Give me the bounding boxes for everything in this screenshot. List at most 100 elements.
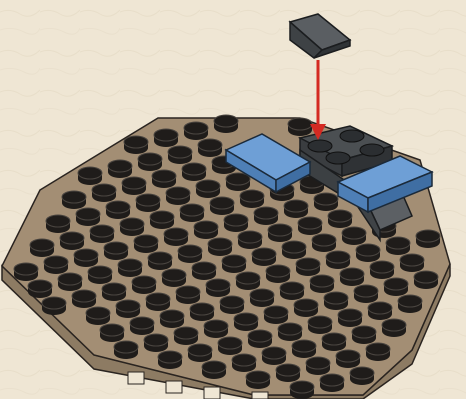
baseplate-stud [89, 224, 115, 243]
baseplate-stud [277, 322, 303, 341]
baseplate-stud [355, 243, 381, 262]
baseplate-stud [135, 193, 161, 212]
baseplate-stud [119, 217, 145, 236]
baseplate-stud [281, 240, 307, 259]
baseplate-stud [13, 262, 39, 281]
baseplate-stud [29, 238, 55, 257]
baseplate-stud [85, 306, 111, 325]
baseplate-stud [283, 199, 309, 218]
baseplate-stud [107, 159, 133, 178]
baseplate-stud [143, 333, 169, 352]
baseplate-stud [337, 308, 363, 327]
gray-brick-stud [325, 151, 351, 165]
baseplate-stud [219, 295, 245, 314]
baseplate-stud [381, 318, 407, 337]
baseplate-stud [213, 114, 239, 133]
baseplate-stud [193, 220, 219, 239]
baseplate-stud [91, 183, 117, 202]
baseplate-stud [231, 353, 257, 372]
baseplate-stud [165, 186, 191, 205]
baseplate-stud [413, 270, 439, 289]
baseplate-stud [61, 190, 87, 209]
baseplate-stud [103, 241, 129, 260]
baseplate-stud [369, 260, 395, 279]
baseplate-stud [263, 305, 289, 324]
baseplate-stud [157, 350, 183, 369]
baseplate-stud [71, 289, 97, 308]
baseplate-stud [397, 294, 423, 313]
baseplate-stud [129, 316, 155, 335]
light-blue-tile-left [224, 133, 312, 194]
baseplate-stud [265, 264, 291, 283]
baseplate-stud [325, 250, 351, 269]
baseplate-stud [195, 179, 221, 198]
gray-brick-stud [339, 129, 365, 143]
baseplate-stud [367, 301, 393, 320]
baseplate-stud [279, 281, 305, 300]
baseplate-stud [163, 227, 189, 246]
baseplate-stud [167, 145, 193, 164]
octagonal-baseplate [1, 114, 451, 399]
baseplate-stud [247, 329, 273, 348]
baseplate-notches [127, 371, 269, 399]
baseplate-stud [291, 339, 317, 358]
baseplate-stud [305, 356, 331, 375]
baseplate-stud [323, 291, 349, 310]
baseplate-stud [383, 277, 409, 296]
baseplate-stud [205, 278, 231, 297]
baseplate-stud [289, 380, 315, 399]
baseplate-stud [183, 121, 209, 140]
placement-arrow-down [310, 60, 326, 140]
baseplate-stud [297, 216, 323, 235]
baseplate-stud [309, 274, 335, 293]
baseplate-stud [145, 292, 171, 311]
baseplate-stud [45, 214, 71, 233]
baseplate-stud [187, 343, 213, 362]
baseplate-stud [245, 370, 271, 389]
gray-brick-stud [307, 139, 333, 153]
baseplate-stud [131, 275, 157, 294]
baseplate-stud [307, 315, 333, 334]
baseplate-stud [251, 247, 277, 266]
baseplate-stud [327, 209, 353, 228]
baseplate-stud [153, 128, 179, 147]
baseplate-stud [43, 255, 69, 274]
baseplate-stud [191, 261, 217, 280]
baseplate-stud [161, 268, 187, 287]
baseplate-stud [149, 210, 175, 229]
baseplate-stud [87, 265, 113, 284]
baseplate-stud [59, 231, 85, 250]
baseplate-stud [101, 282, 127, 301]
baseplate-stud [311, 233, 337, 252]
light-blue-tile-right [336, 155, 434, 214]
baseplate-stud [223, 213, 249, 232]
baseplate-stud [233, 312, 259, 331]
baseplate-stud [217, 336, 243, 355]
baseplate-stud [137, 152, 163, 171]
baseplate-stud [275, 363, 301, 382]
baseplate-stud [339, 267, 365, 286]
baseplate-stud [197, 138, 223, 157]
baseplate-stud [151, 169, 177, 188]
baseplate-stud [237, 230, 263, 249]
baseplate-stud [335, 349, 361, 368]
baseplate-stud [365, 342, 391, 361]
baseplate-stud [235, 271, 261, 290]
baseplate-stud [253, 206, 279, 225]
baseplate-stud [207, 237, 233, 256]
baseplate-stud [249, 288, 275, 307]
baseplate-stud [319, 373, 345, 392]
baseplate-stud [267, 223, 293, 242]
baseplate-stud [385, 236, 411, 255]
baseplate-stud [293, 298, 319, 317]
baseplate-stud [415, 229, 441, 248]
baseplate-stud [287, 117, 313, 136]
baseplate-stud [321, 332, 347, 351]
baseplate-stud [201, 360, 227, 379]
baseplate-stud [147, 251, 173, 270]
baseplate-stud [351, 325, 377, 344]
baseplate-stud [27, 279, 53, 298]
baseplate-stud [313, 192, 339, 211]
